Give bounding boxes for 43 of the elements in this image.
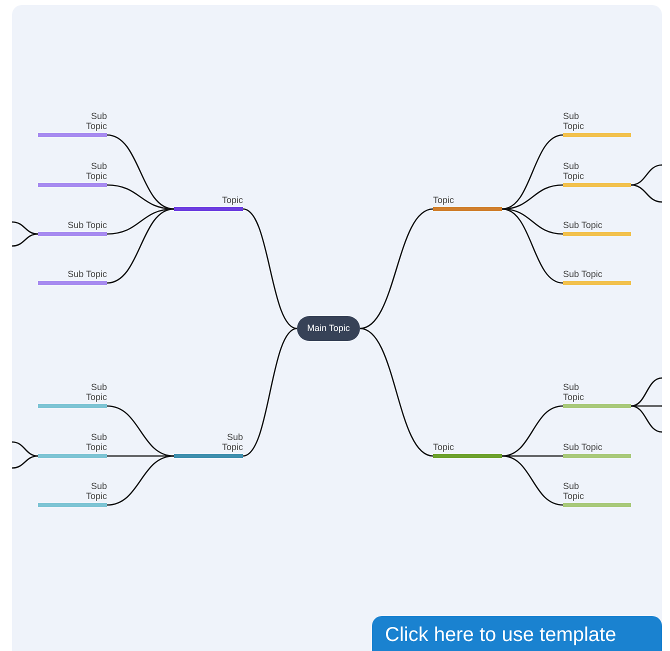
subtopic-label: Sub Topic [68, 220, 107, 230]
connector-line [502, 184, 564, 210]
topic-label: Topic [433, 195, 454, 205]
connector-line [360, 328, 434, 457]
connector-line [360, 208, 434, 330]
connector-line [106, 184, 174, 210]
subtopic-label: Sub Topic [563, 442, 602, 452]
connector-line [106, 134, 174, 210]
connector-line [242, 208, 298, 330]
connector-line [12, 221, 38, 235]
subtopic-label: Sub Topic [85, 481, 107, 501]
use-template-button: Click here to use template [372, 616, 662, 651]
subtopic-label: Sub Topic [563, 161, 585, 181]
subtopic-label: Sub Topic [563, 111, 585, 131]
connector-line [12, 455, 38, 469]
subtopic-label: Sub Topic [85, 432, 107, 452]
topic-label: Topic [222, 195, 243, 205]
connector-line [502, 455, 564, 506]
connector-line [106, 455, 174, 506]
connector-line [106, 405, 174, 457]
connector-line [630, 405, 662, 433]
subtopic-label: Sub Topic [563, 481, 585, 501]
connector-line [12, 441, 38, 457]
connector-line [106, 208, 174, 284]
main-topic-pill: Main Topic [297, 316, 360, 341]
subtopic-label: Sub Topic [563, 269, 602, 279]
connector-line [631, 405, 662, 407]
connector-line [12, 233, 38, 247]
topic-label: Sub Topic [221, 432, 243, 452]
subtopic-label: Sub Topic [85, 382, 107, 402]
connector-line [502, 208, 564, 284]
connector-line [502, 134, 564, 210]
subtopic-label: Sub Topic [563, 382, 585, 402]
topic-label: Topic [433, 442, 454, 452]
subtopic-label: Sub Topic [68, 269, 107, 279]
subtopic-label: Sub Topic [563, 220, 602, 230]
connector-line [502, 405, 564, 457]
connector-line [630, 377, 662, 407]
connector-line [630, 164, 662, 186]
connector-line [630, 184, 662, 203]
connector-line [242, 328, 298, 457]
subtopic-label: Sub Topic [85, 161, 107, 181]
subtopic-label: Sub Topic [85, 111, 107, 131]
